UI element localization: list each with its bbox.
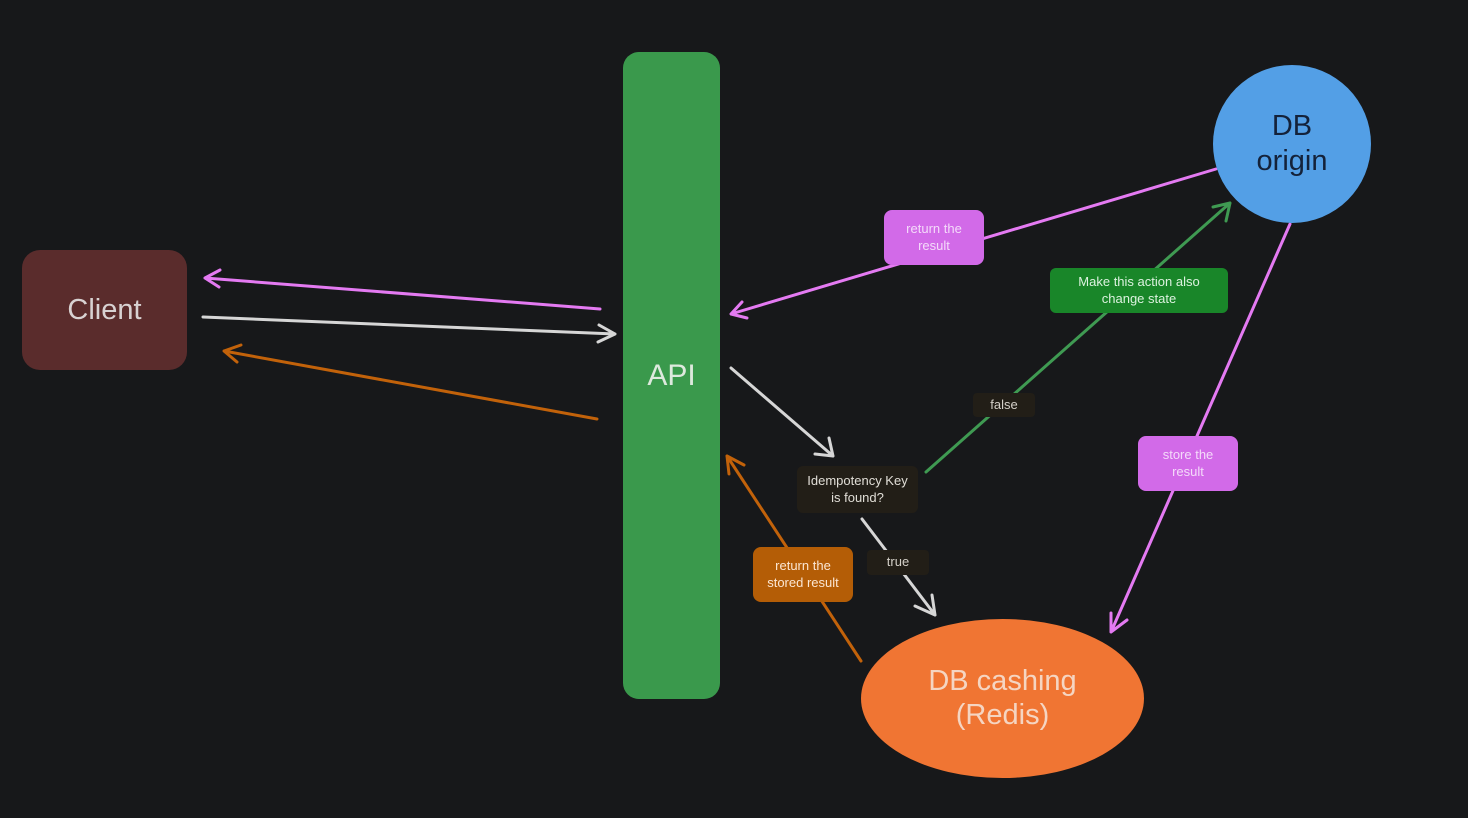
true-label[interactable]: true — [867, 550, 929, 575]
api-label: API — [647, 358, 696, 392]
arrow-check-to-origin — [924, 201, 1232, 474]
client-label: Client — [67, 293, 142, 326]
db-origin-node[interactable]: DB origin — [1213, 65, 1371, 223]
idempotency-text-line1: Idempotency Key — [807, 473, 908, 489]
false-text: false — [990, 396, 1018, 412]
arrow-client-to-api-request — [201, 315, 617, 344]
return-result-label[interactable]: return the result — [884, 210, 984, 265]
db-cache-label-line2: (Redis) — [955, 698, 1050, 731]
store-result-label[interactable]: store the result — [1138, 436, 1238, 491]
arrow-api-to-idempotency-check — [729, 366, 835, 458]
return-stored-text-line1: return the — [775, 558, 831, 574]
idempotency-text-line2: is found? — [831, 489, 884, 505]
db-origin-label-line2: origin — [1256, 145, 1328, 177]
arrow-origin-to-cache — [1109, 222, 1292, 634]
api-node[interactable]: API — [623, 52, 720, 699]
false-label[interactable]: false — [973, 393, 1035, 417]
idempotency-check-label[interactable]: Idempotency Key is found? — [797, 466, 918, 513]
make-action-label[interactable]: Make this action also change state — [1050, 268, 1228, 313]
arrow-api-to-client-stored — [222, 343, 599, 421]
return-result-text-line1: return the — [906, 221, 962, 237]
return-result-text-line2: result — [918, 237, 950, 253]
store-result-text-line1: store the — [1162, 447, 1214, 463]
make-action-text-line2: change state — [1101, 290, 1177, 306]
arrow-api-to-client-result — [203, 268, 602, 311]
make-action-text-line1: Make this action also — [1078, 274, 1200, 290]
true-text: true — [886, 554, 910, 570]
client-node[interactable]: Client — [22, 250, 187, 370]
store-result-text-line2: result — [1172, 463, 1204, 479]
db-origin-label-line1: DB — [1271, 110, 1313, 143]
return-stored-label[interactable]: return the stored result — [753, 547, 853, 602]
return-stored-text-line2: stored result — [767, 574, 839, 590]
db-cache-label-line1: DB cashing — [928, 664, 1077, 697]
db-cache-node[interactable]: DB cashing (Redis) — [861, 619, 1144, 778]
